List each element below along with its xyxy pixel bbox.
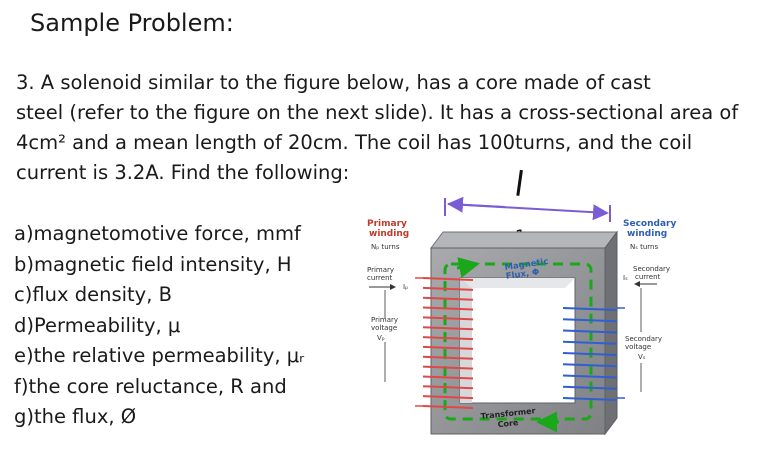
mean-length-marker	[444, 196, 611, 222]
coil-turn	[562, 329, 618, 334]
coil-turn	[422, 355, 474, 360]
coil-turn	[422, 395, 474, 400]
primary-voltage-label: Primary voltage	[371, 316, 400, 332]
primary-winding-label: Primary winding	[367, 219, 410, 239]
question-item: g)the flux, Ø	[14, 405, 137, 428]
question-item: a)magnetomotive force, mmf	[14, 222, 301, 245]
coil-turn	[422, 286, 474, 291]
coil-turn	[562, 318, 618, 323]
coil-turn	[562, 374, 618, 379]
problem-line: 3. A solenoid similar to the figure belo…	[16, 71, 651, 94]
transformer-figure: l 1 Magnetic Flux, Φ Transformer Core Pr…	[367, 164, 679, 436]
coil-turn	[422, 306, 474, 311]
question-item: d)Permeability, μ	[14, 313, 181, 337]
coil-turn	[422, 385, 474, 390]
coil-turn	[422, 365, 474, 370]
problem-line: current is 3.2A. Find the following:	[16, 161, 350, 184]
secondary-voltage-label: Secondary voltage	[625, 335, 664, 351]
coil-turn	[422, 296, 474, 301]
coil-turn	[422, 405, 474, 409]
question-item: f)the core reluctance, R and	[14, 374, 287, 398]
secondary-current-symbol: Iₛ	[623, 274, 628, 282]
question-item: e)the relative permeability, μᵣ	[14, 344, 305, 367]
problem-line: 4cm² and a mean length of 20cm. The coil…	[16, 131, 693, 154]
coil-turn	[422, 326, 474, 331]
problem-line: steel (refer to the figure on the next s…	[16, 101, 739, 124]
slide-title: Sample Problem:	[30, 9, 234, 37]
flux-path	[443, 262, 593, 421]
coil-turn	[562, 307, 618, 311]
secondary-turns-label: Nₛ turns	[630, 243, 658, 251]
coil-turn	[562, 340, 618, 345]
primary-coil	[415, 277, 474, 409]
coil-turn	[562, 397, 618, 401]
coil-turn	[422, 336, 474, 341]
coil-turn	[562, 385, 618, 390]
coil-turn	[562, 352, 618, 356]
magnetic-flux-label: Magnetic Flux, Φ	[504, 257, 553, 282]
primary-voltage-symbol: Vₚ	[377, 334, 385, 342]
coil-turn	[422, 345, 474, 350]
secondary-coil	[562, 307, 625, 401]
problem-statement: 3. A solenoid similar to the figure belo…	[16, 68, 782, 188]
secondary-winding-label: Secondary winding	[623, 219, 679, 239]
question-item: b)magnetic field intensity, H	[14, 252, 292, 276]
handwritten-l: l	[512, 164, 527, 205]
primary-current-symbol: Iₚ	[403, 283, 408, 291]
secondary-current-label: Secondary current	[633, 265, 672, 281]
coil-turn	[422, 375, 474, 380]
coil-turn	[562, 363, 618, 368]
primary-current-label: Primary current	[367, 266, 396, 282]
question-list: a)magnetomotive force, mmf b)magnetic fi…	[14, 219, 304, 433]
primary-turns-label: Nₚ turns	[371, 243, 400, 251]
coil-turn	[422, 277, 474, 281]
secondary-voltage-symbol: Vₛ	[638, 353, 646, 361]
coil-turn	[422, 316, 474, 321]
question-item: c)flux density, B	[14, 283, 172, 306]
